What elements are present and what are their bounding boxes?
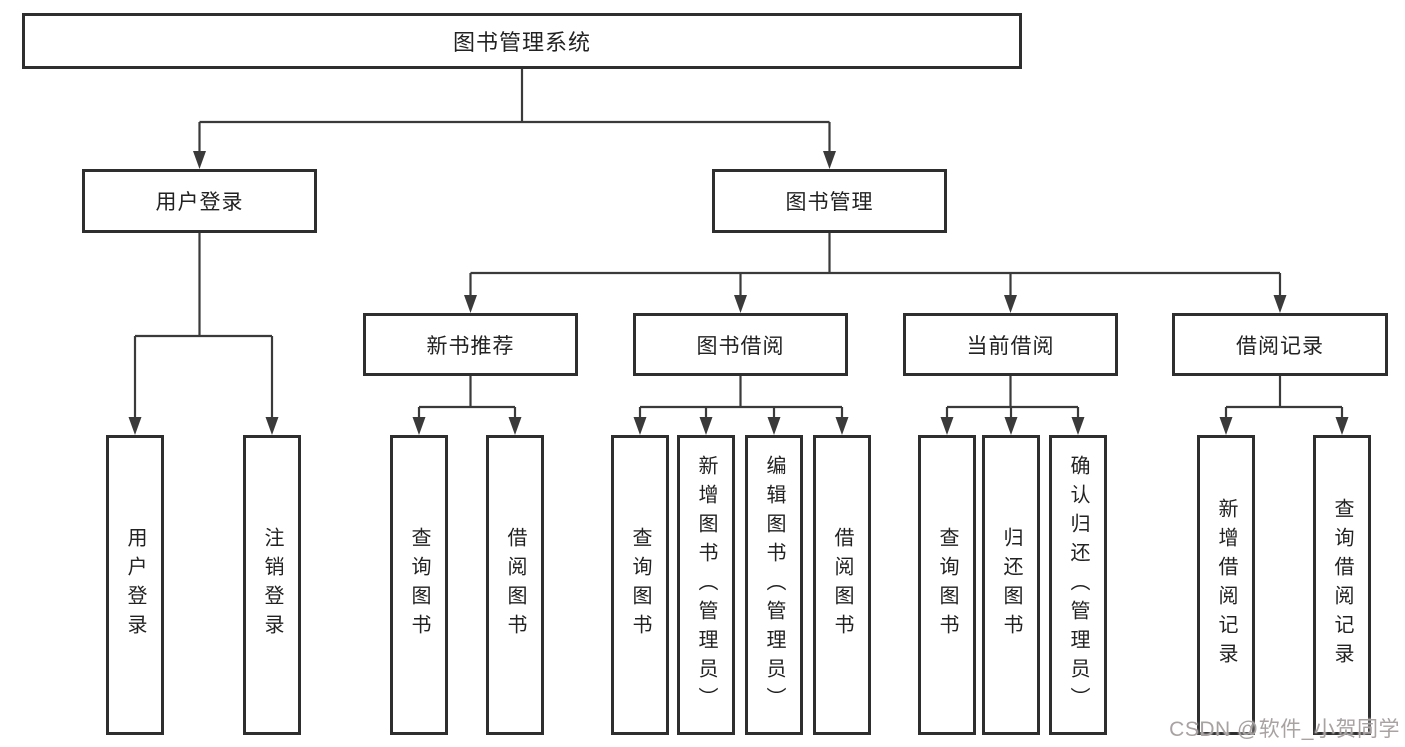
node-current-borrowing-label: 当前借阅 [966, 334, 1055, 358]
leaf-borrow-books-recommend: 借阅图书 [486, 435, 544, 735]
leaf-user-login: 用户登录 [106, 435, 164, 735]
leaf-edit-book-admin-label: 编辑图书（管理员） [763, 454, 785, 716]
leaf-query-books-current-label: 查询图书 [936, 527, 958, 643]
node-book-management-label: 图书管理 [785, 191, 874, 214]
node-book-borrowing-label: 图书借阅 [696, 334, 785, 358]
leaf-confirm-return-admin: 确认归还（管理员） [1049, 435, 1107, 735]
leaf-query-borrow-record-label: 查询借阅记录 [1331, 498, 1353, 672]
connector-root-to-level2 [193, 69, 836, 169]
connector-book-borrowing-children [633, 376, 849, 435]
leaf-borrow-books-borrowing: 借阅图书 [813, 435, 871, 735]
csdn-watermark: CSDN @软件_小贺同学 [1169, 718, 1400, 741]
leaf-edit-book-admin: 编辑图书（管理员） [745, 435, 803, 735]
leaf-add-borrow-record: 新增借阅记录 [1197, 435, 1255, 735]
node-book-management: 图书管理 [712, 169, 947, 233]
connector-borrowing-records-children [1219, 376, 1349, 435]
leaf-return-book: 归还图书 [982, 435, 1040, 735]
node-user-login: 用户登录 [82, 169, 317, 233]
node-book-borrowing: 图书借阅 [633, 313, 848, 376]
connector-current-borrowing-children [940, 376, 1085, 435]
leaf-query-books-borrowing-label: 查询图书 [629, 527, 651, 643]
leaf-user-login-label: 用户登录 [124, 527, 146, 643]
node-borrowing-records-label: 借阅记录 [1236, 334, 1324, 358]
leaf-logout-label: 注销登录 [261, 527, 283, 643]
connector-new-book-recommend-children [412, 376, 522, 435]
node-borrowing-records: 借阅记录 [1172, 313, 1388, 376]
leaf-query-books-recommend: 查询图书 [390, 435, 448, 735]
node-current-borrowing: 当前借阅 [903, 313, 1118, 376]
node-new-book-recommend: 新书推荐 [363, 313, 578, 376]
node-user-login-label: 用户登录 [155, 191, 244, 214]
leaf-borrow-books-borrowing-label: 借阅图书 [831, 527, 853, 643]
leaf-logout: 注销登录 [243, 435, 301, 735]
leaf-borrow-books-recommend-label: 借阅图书 [504, 527, 526, 643]
leaf-query-borrow-record: 查询借阅记录 [1313, 435, 1371, 735]
connector-book-management-children [464, 233, 1287, 313]
leaf-add-borrow-record-label: 新增借阅记录 [1215, 498, 1237, 672]
leaf-add-book-admin-label: 新增图书（管理员） [695, 454, 717, 716]
leaf-return-book-label: 归还图书 [1000, 527, 1022, 643]
leaf-query-books-current: 查询图书 [918, 435, 976, 735]
leaf-query-books-recommend-label: 查询图书 [408, 527, 430, 643]
leaf-confirm-return-admin-label: 确认归还（管理员） [1067, 454, 1089, 716]
node-new-book-recommend-label: 新书推荐 [426, 334, 515, 358]
node-root-label: 图书管理系统 [452, 30, 591, 55]
connector-user-login-children [128, 233, 279, 435]
node-root: 图书管理系统 [22, 13, 1022, 69]
leaf-add-book-admin: 新增图书（管理员） [677, 435, 735, 735]
leaf-query-books-borrowing: 查询图书 [611, 435, 669, 735]
